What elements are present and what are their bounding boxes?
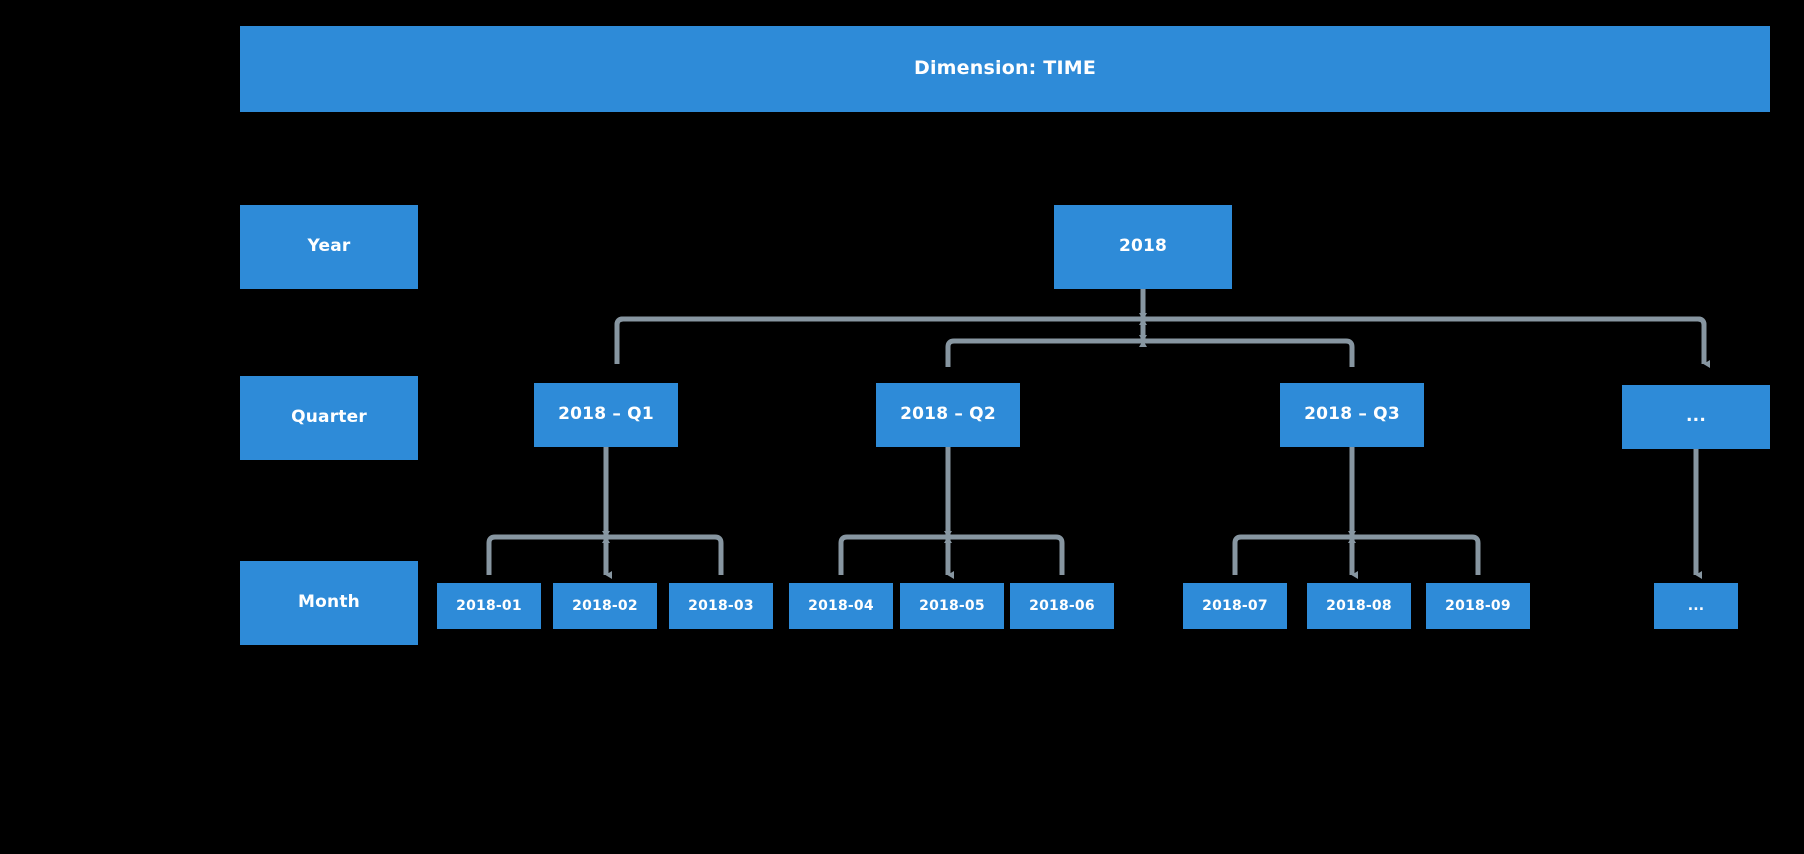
- month-node-2018-09[interactable]: 2018-09: [1426, 583, 1530, 629]
- connector-q3-to-m09: [1347, 534, 1481, 575]
- connector-q1-to-m01: [486, 530, 611, 575]
- month-node-2018-07[interactable]: 2018-07: [1183, 583, 1287, 629]
- month-node-2018-01[interactable]: 2018-01: [437, 583, 541, 629]
- level-label-quarter: Quarter: [240, 376, 418, 460]
- connector-year-to-q2: [945, 334, 1148, 367]
- month-node-more[interactable]: ...: [1654, 583, 1738, 629]
- connector-year-rail-upper-left: [614, 312, 1148, 364]
- month-node-2018-05[interactable]: 2018-05: [900, 583, 1004, 629]
- connector-q1-to-m03: [601, 534, 724, 575]
- month-node-2018-06[interactable]: 2018-06: [1010, 583, 1114, 629]
- month-node-2018-08[interactable]: 2018-08: [1307, 583, 1411, 629]
- connector-year-to-q1: [614, 289, 1704, 364]
- quarter-node-more[interactable]: ...: [1622, 385, 1770, 449]
- level-label-year: Year: [240, 205, 418, 289]
- month-node-2018-04[interactable]: 2018-04: [789, 583, 893, 629]
- level-label-month: Month: [240, 561, 418, 645]
- quarter-node-q1[interactable]: 2018 – Q1: [534, 383, 678, 447]
- connector-q3-to-m07: [1232, 530, 1357, 575]
- month-node-2018-03[interactable]: 2018-03: [669, 583, 773, 629]
- connector-q2-to-m06: [943, 534, 1065, 575]
- connector-q2-to-m04: [838, 530, 953, 575]
- diagram-title-bar: Dimension: TIME: [240, 26, 1770, 112]
- connector-year-to-qmore: [1138, 316, 1707, 364]
- month-node-2018-02[interactable]: 2018-02: [553, 583, 657, 629]
- quarter-node-q3[interactable]: 2018 – Q3: [1280, 383, 1424, 447]
- quarter-node-q2[interactable]: 2018 – Q2: [876, 383, 1020, 447]
- connector-year-to-q3: [1138, 338, 1355, 367]
- year-node-2018[interactable]: 2018: [1054, 205, 1232, 289]
